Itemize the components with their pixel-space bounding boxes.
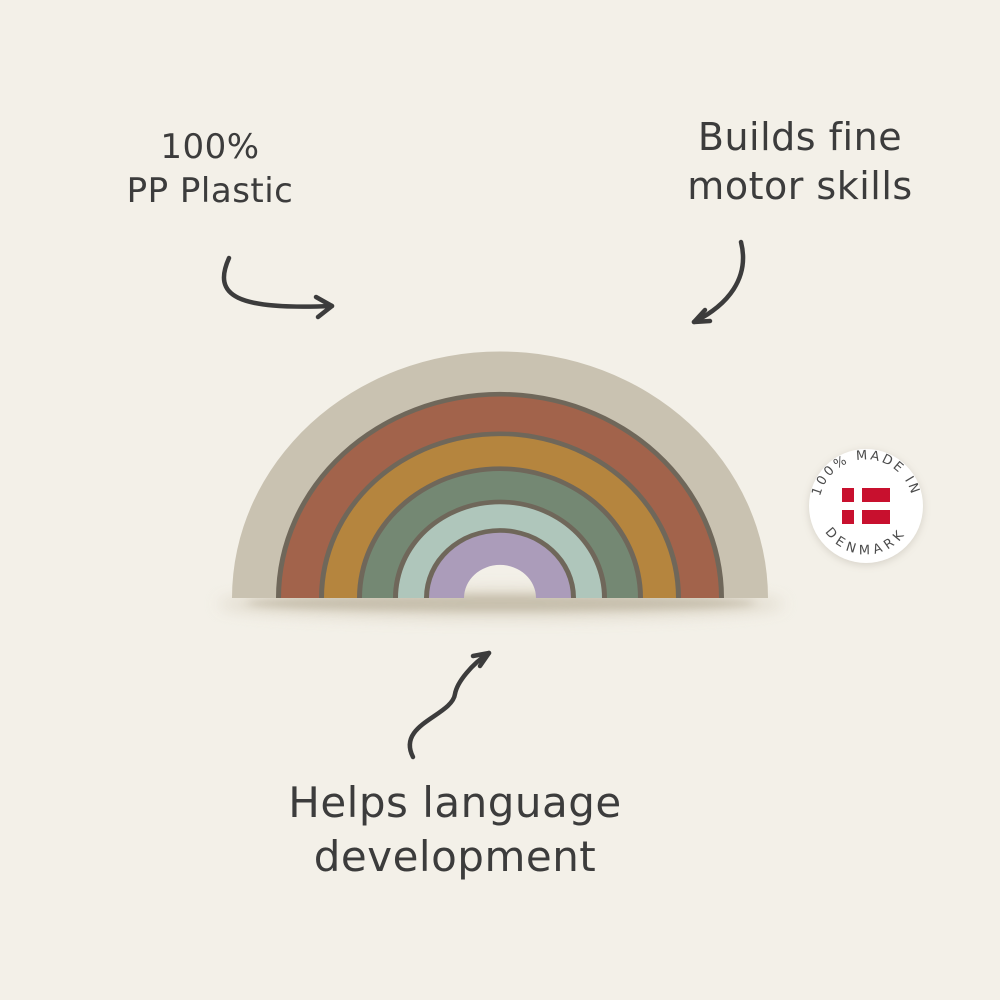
arrow-motor-skills: [691, 239, 746, 325]
toy-ground-shadow-core: [246, 595, 756, 611]
arrow-language-head: [470, 650, 492, 669]
arch-mustard: [324, 436, 676, 598]
denmark-flag-icon: [842, 488, 890, 524]
arrow-material: [221, 255, 335, 320]
callout-motor-skills-line2: motor skills: [687, 163, 913, 208]
arrow-material-head: [313, 294, 335, 320]
arch-rust: [281, 396, 719, 598]
arch-beige: [232, 351, 768, 598]
arch-sage: [362, 471, 638, 598]
callout-motor-skills: Builds fine motor skills: [630, 113, 970, 210]
arch-mint: [398, 504, 602, 598]
made-in-denmark-badge: 100% MADE IN DENMARK: [809, 448, 923, 563]
callout-material-line1: 100%: [160, 127, 260, 167]
arrow-motor-skills-head: [691, 307, 713, 325]
callout-language-line1: Helps language: [288, 778, 622, 827]
callout-material-line2: PP Plastic: [126, 170, 294, 211]
arrow-language: [407, 650, 492, 760]
callout-language-line2: development: [313, 831, 597, 881]
callout-material: 100% PP Plastic: [60, 126, 360, 213]
callout-language: Helps language development: [230, 776, 680, 884]
rainbow-stacker-toy: [232, 351, 768, 598]
callout-motor-skills-line1: Builds fine: [697, 115, 903, 159]
arch-lavender: [429, 532, 571, 598]
